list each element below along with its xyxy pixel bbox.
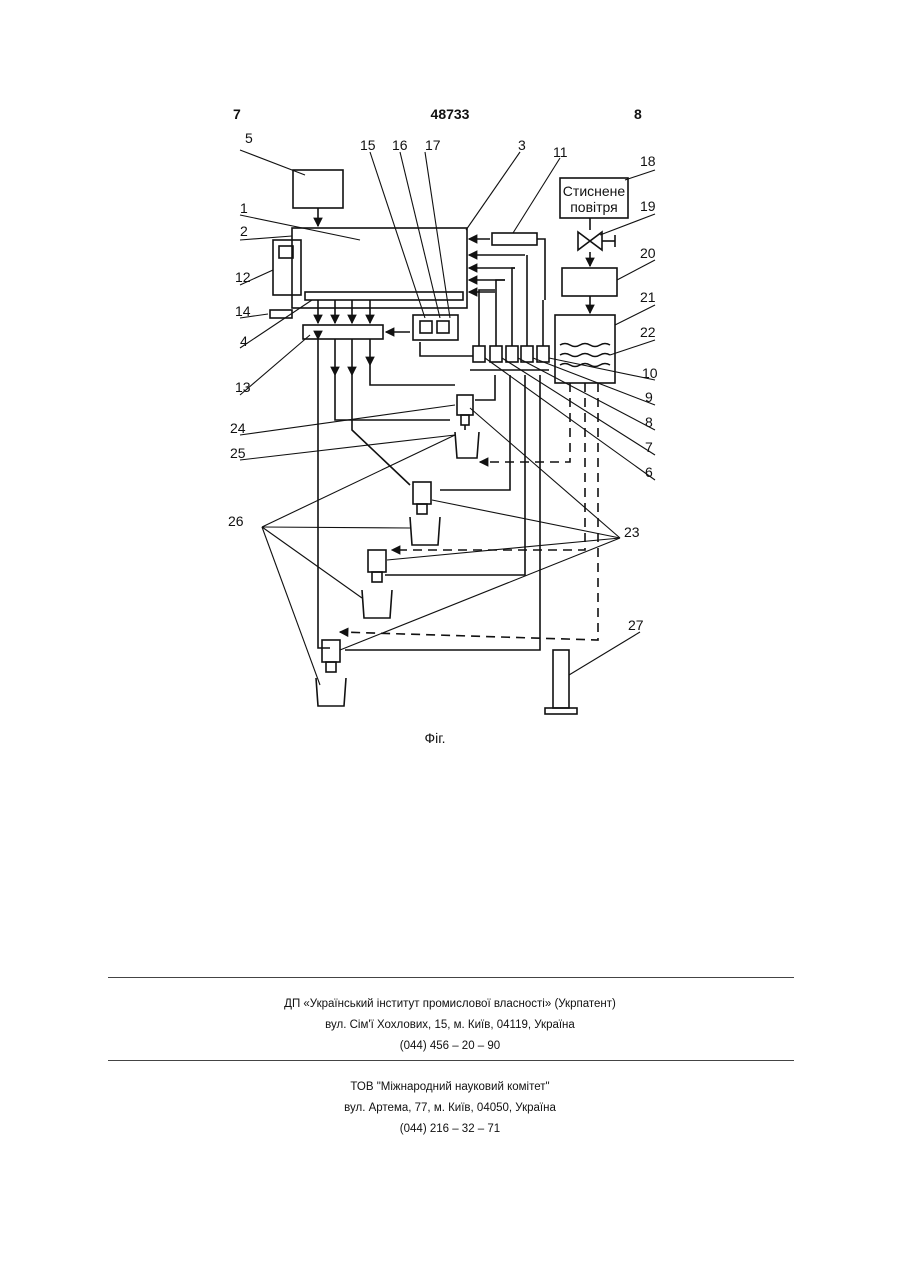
label-21: 21 xyxy=(640,289,656,305)
sensor-6 xyxy=(473,346,485,362)
label-6: 6 xyxy=(645,464,653,480)
label-15: 15 xyxy=(360,137,376,153)
label-26: 26 xyxy=(228,513,244,529)
beaker-2 xyxy=(410,517,440,545)
label-20: 20 xyxy=(640,245,656,261)
label-27: 27 xyxy=(628,617,644,633)
printer-name: ТОВ "Міжнародний науковий комітет" xyxy=(0,1077,900,1098)
block-12-display xyxy=(273,240,301,295)
label-18: 18 xyxy=(640,153,656,169)
label-22: 22 xyxy=(640,324,656,340)
label-24: 24 xyxy=(230,420,246,436)
box-18-line-2: повітря xyxy=(570,199,618,215)
measuring-cylinder-27 xyxy=(553,650,569,708)
label-14: 14 xyxy=(235,303,251,319)
block-14 xyxy=(270,310,292,318)
label-3: 3 xyxy=(518,137,526,153)
label-25: 25 xyxy=(230,445,246,461)
sensor-9 xyxy=(521,346,533,362)
beaker-4 xyxy=(316,678,346,706)
label-10: 10 xyxy=(642,365,658,381)
block-13 xyxy=(303,325,383,339)
printer-address: вул. Артема, 77, м. Київ, 04050, Україна xyxy=(0,1098,900,1119)
label-2: 2 xyxy=(240,223,248,239)
label-19: 19 xyxy=(640,198,656,214)
label-11: 11 xyxy=(553,144,568,160)
block-11 xyxy=(492,233,537,245)
printer-phone: (044) 216 – 32 – 71 xyxy=(0,1119,900,1140)
figure-caption: Фіг. xyxy=(0,730,870,746)
beaker-3 xyxy=(362,590,392,618)
label-1: 1 xyxy=(240,200,248,216)
label-16: 16 xyxy=(392,137,408,153)
sensor-7 xyxy=(490,346,502,362)
sensor-8 xyxy=(506,346,518,362)
block-1-main-unit xyxy=(292,228,467,308)
injector-2 xyxy=(413,482,431,514)
label-9: 9 xyxy=(645,389,653,405)
apparatus-diagram: Стиснене повітря 5 1 2 12 14 4 13 24 25 … xyxy=(0,0,900,760)
divider-top xyxy=(108,977,794,978)
block-20 xyxy=(562,268,617,296)
label-12: 12 xyxy=(235,269,251,285)
label-8: 8 xyxy=(645,414,653,430)
sensor-10 xyxy=(537,346,549,362)
label-17: 17 xyxy=(425,137,441,153)
label-4: 4 xyxy=(240,333,248,349)
injector-3 xyxy=(368,550,386,582)
label-5: 5 xyxy=(245,130,253,146)
publisher-name: ДП «Український інститут промислової вла… xyxy=(0,994,900,1015)
publisher-address: вул. Сім'ї Хохлових, 15, м. Київ, 04119,… xyxy=(0,1015,900,1036)
label-23: 23 xyxy=(624,524,640,540)
box-18-line-1: Стиснене xyxy=(563,183,626,199)
divider-middle xyxy=(108,1060,794,1061)
injector-4 xyxy=(322,640,340,672)
publisher-phone: (044) 456 – 20 – 90 xyxy=(0,1036,900,1057)
block-4-bus xyxy=(305,292,463,300)
valve-19 xyxy=(578,232,602,250)
beaker-25 xyxy=(455,432,479,458)
footer-publisher: ДП «Український інститут промислової вла… xyxy=(0,994,900,1057)
label-7: 7 xyxy=(645,439,653,455)
injector-24 xyxy=(457,395,473,430)
tank-21 xyxy=(555,315,615,383)
label-13: 13 xyxy=(235,379,251,395)
footer-printer: ТОВ "Міжнародний науковий комітет" вул. … xyxy=(0,1077,900,1140)
block-5 xyxy=(293,170,343,208)
